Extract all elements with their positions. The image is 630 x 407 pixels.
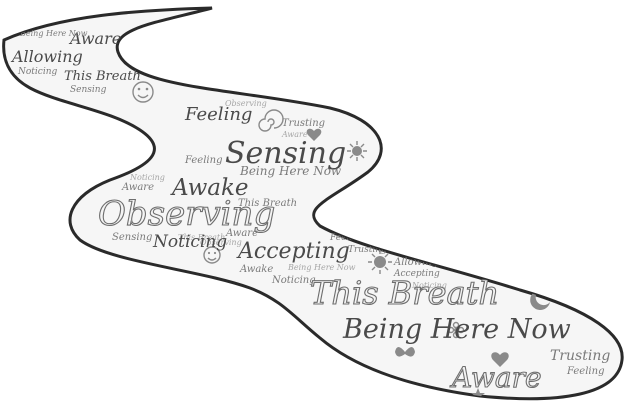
word-noticing: Noticing [271,275,316,286]
heart-icon [306,128,322,141]
word-trusting: Trusting [348,245,387,255]
flower-icon [447,321,465,339]
word-observing: Observing [225,99,267,108]
word-noticing: Noticing [411,281,447,290]
word-trusting: Trusting [550,348,610,364]
river-shape [2,6,624,401]
word-this-breath: This Breath [64,69,141,84]
sun-icon [347,141,367,161]
smiley-face-icon [132,81,154,103]
word-sensing: Sensing [225,136,346,171]
word-being-here-now: Being Here Now [342,314,571,345]
word-allowing: Allowing [10,47,83,66]
word-aware: Aware [449,361,542,394]
sun-icon [368,250,392,274]
word-feeling: Feeling [566,366,604,377]
word-noticing: Noticing [129,173,165,182]
word-aware: Aware [68,29,121,48]
word-sensing: Sensing [70,85,107,95]
word-feeling: Feeling [184,155,222,166]
word-this-breath: This Breath [310,274,499,312]
word-aware: Aware [225,228,258,239]
heart-icon [491,352,509,367]
word-aware: Aware [121,182,154,193]
butterfly-icon [395,347,415,357]
word-awake: Awake [170,175,249,201]
word-this-breath: This Breath [178,233,225,242]
word-accepting: Accepting [236,239,350,264]
word-feeling: Feeling [184,104,252,125]
word-awake: Awake [239,264,273,275]
word-being-here-now: Being Here Now [19,29,88,38]
word-this-breath: This Breath [238,198,297,209]
word-aware: Aware [281,130,308,139]
word-noticing: Noticing [152,232,227,252]
word-noticing: Noticing [17,67,58,77]
word-observing: Observing [200,238,242,247]
moon-icon [530,290,550,310]
word-sensing: Sensing [112,232,152,243]
word-accepting: Accepting [393,269,440,279]
spiral-icon [258,109,284,132]
word-being-here-now: Being Here Now [287,263,356,272]
smiley-face-icon [203,246,221,264]
word-being-here-now: Being Here Now [239,164,342,178]
word-observing: Observing [98,194,275,234]
word-allowing: Allowing [393,257,438,268]
word-trusting: Trusting [282,118,325,129]
